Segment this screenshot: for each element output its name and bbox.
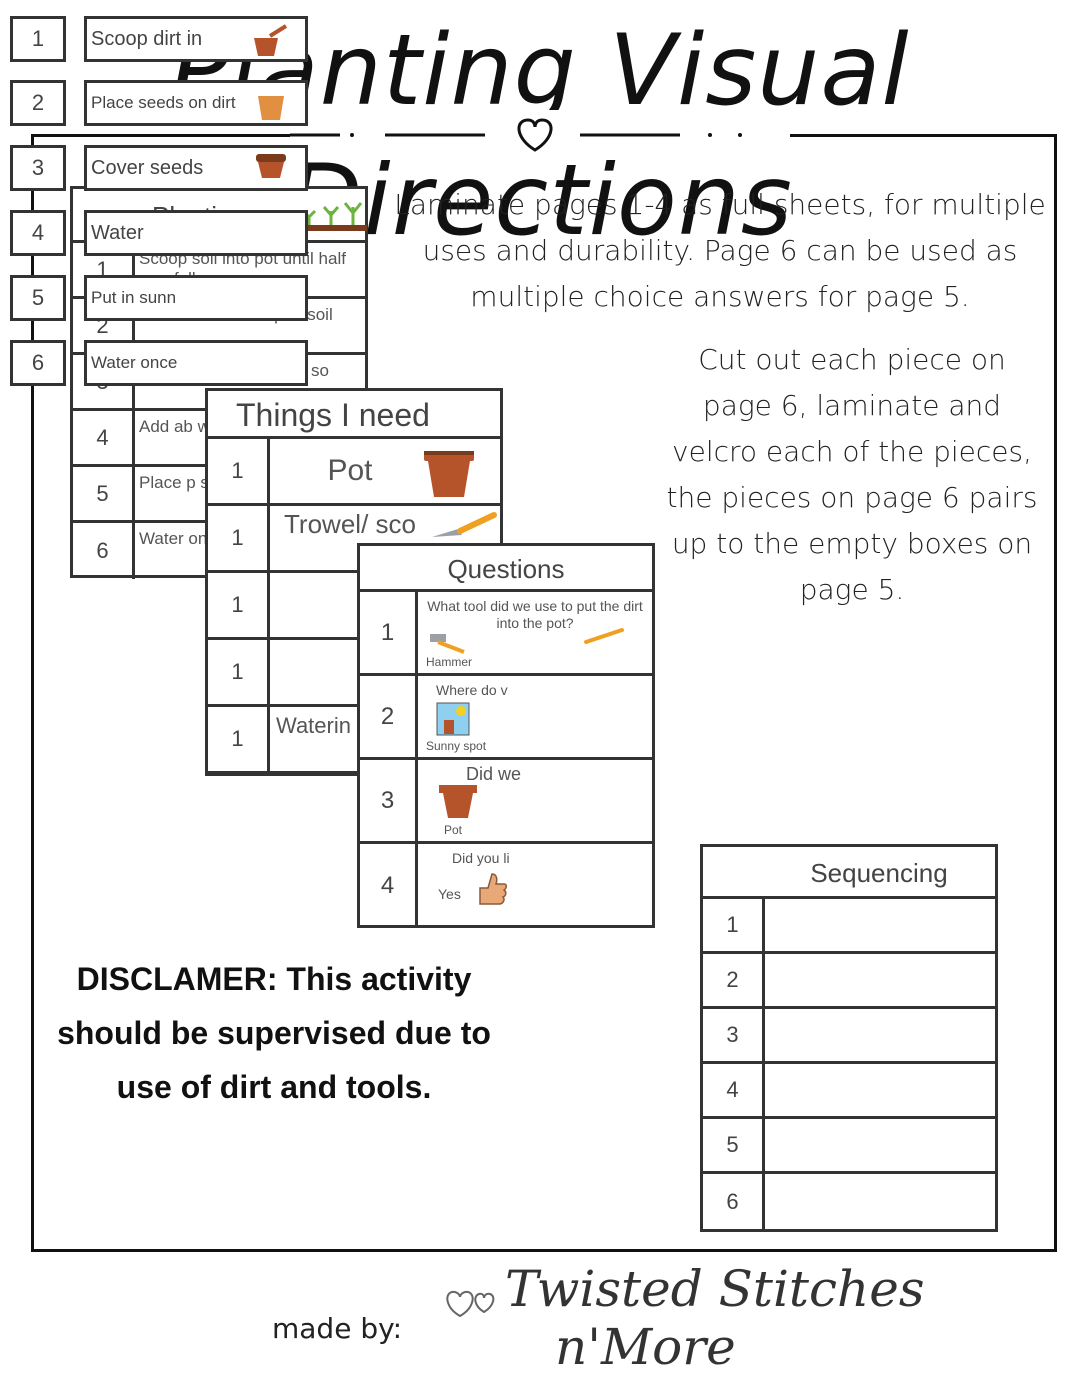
row-number: 1 [703, 899, 765, 951]
thumbs-up-icon [479, 873, 507, 905]
hearts-logo-icon [446, 1290, 495, 1318]
card-text: Water once [84, 340, 308, 386]
trowel-icon [432, 512, 497, 537]
question-text: Did we [466, 764, 522, 784]
table-row: 4 Did you li Yes [360, 844, 652, 928]
question-option: Yes [438, 886, 461, 902]
row-text: Pot [327, 454, 373, 487]
disclaimer-text: DISCLAMER: This activity should be super… [57, 961, 491, 1105]
sequencing-sheet: Sequencing 1 2 3 4 5 6 [700, 844, 998, 1232]
question-text: What tool did we use to put the dirt int… [427, 598, 643, 631]
card-number: 1 [10, 16, 66, 62]
row-number: 3 [703, 1009, 765, 1061]
answer-card: 3 Cover seeds [10, 145, 310, 191]
hammer-icon [430, 634, 465, 654]
row-number: 5 [73, 467, 135, 520]
question-text: Where do v [436, 682, 508, 698]
instructions-paragraph-2: Cut out each piece on page 6, laminate a… [666, 343, 1038, 606]
made-by-label: made by: [272, 1312, 403, 1345]
row-number: 1 [208, 640, 270, 704]
empty-answer-box [765, 954, 995, 1006]
things-sheet-header: Things I need [208, 391, 500, 439]
table-row: 3 Did we Pot [360, 760, 652, 844]
empty-answer-box [765, 1009, 995, 1061]
sunny-spot-icon [436, 702, 470, 736]
row-number: 1 [208, 439, 270, 503]
row-number: 1 [208, 707, 270, 771]
answer-card: 4 Water [10, 210, 310, 256]
table-row: 4 [703, 1064, 995, 1119]
answer-card: 6 Water once [10, 340, 310, 386]
row-number: 4 [703, 1064, 765, 1116]
answer-card: 5 Put in sunn [10, 275, 310, 321]
row-number: 4 [73, 411, 135, 464]
table-row: 5 [703, 1119, 995, 1174]
row-number: 6 [703, 1174, 765, 1229]
card-text: Put in sunn [84, 275, 308, 321]
question-option: Hammer [426, 655, 473, 669]
questions-sheet-header: Questions [360, 546, 652, 592]
row-number: 1 [360, 592, 418, 673]
pot-with-trowel-icon [254, 24, 288, 56]
table-row: 3 [703, 1009, 995, 1064]
empty-answer-box [765, 1119, 995, 1171]
table-row: 6 [703, 1174, 995, 1229]
question-option: Pot [444, 823, 463, 837]
questions-sheet: Questions 1 What tool did we use to put … [357, 543, 655, 928]
row-number: 2 [703, 954, 765, 1006]
heart-divider-icon [290, 118, 742, 152]
row-number: 1 [208, 573, 270, 637]
question-text: Did you li [452, 850, 510, 866]
row-text: Trowel/ sco [284, 509, 416, 539]
empty-answer-box [765, 1174, 995, 1229]
table-row: 1 [703, 899, 995, 954]
card-number: 2 [10, 80, 66, 126]
card-text: Cover seeds [84, 145, 308, 191]
table-row: 1 Trowel/ sco [208, 506, 500, 573]
question-option: Sunny spot [426, 739, 487, 753]
table-row: 2 [703, 954, 995, 1009]
pot-with-seeds-icon [258, 96, 284, 120]
sequencing-sheet-header: Sequencing [703, 847, 995, 899]
flower-pot-icon [439, 785, 477, 818]
table-row: 1 Pot [208, 439, 500, 506]
card-number: 5 [10, 275, 66, 321]
card-text: Water [84, 210, 308, 256]
row-number: 5 [703, 1119, 765, 1171]
instructions-paragraph-1: Laminate pages 1-4 as full sheets, for m… [394, 188, 1046, 313]
card-number: 6 [10, 340, 66, 386]
card-number: 3 [10, 145, 66, 191]
covered-pot-icon [256, 154, 286, 178]
empty-answer-box [765, 899, 995, 951]
trowel-icon [584, 628, 624, 644]
row-number: 2 [360, 676, 418, 757]
empty-answer-box [765, 1064, 995, 1116]
row-number: 1 [208, 506, 270, 570]
table-row: 2 Where do v Sunny spot [360, 676, 652, 760]
brand-logo-line2: n'More [555, 1318, 736, 1376]
row-number: 4 [360, 844, 418, 928]
brand-logo-line1: Twisted Stitches [505, 1260, 925, 1318]
row-number: 3 [360, 760, 418, 841]
flower-pot-icon [424, 451, 474, 497]
title-divider [290, 110, 790, 160]
card-number: 4 [10, 210, 66, 256]
table-row: 1 What tool did we use to put the dirt i… [360, 592, 652, 676]
row-number: 6 [73, 523, 135, 579]
